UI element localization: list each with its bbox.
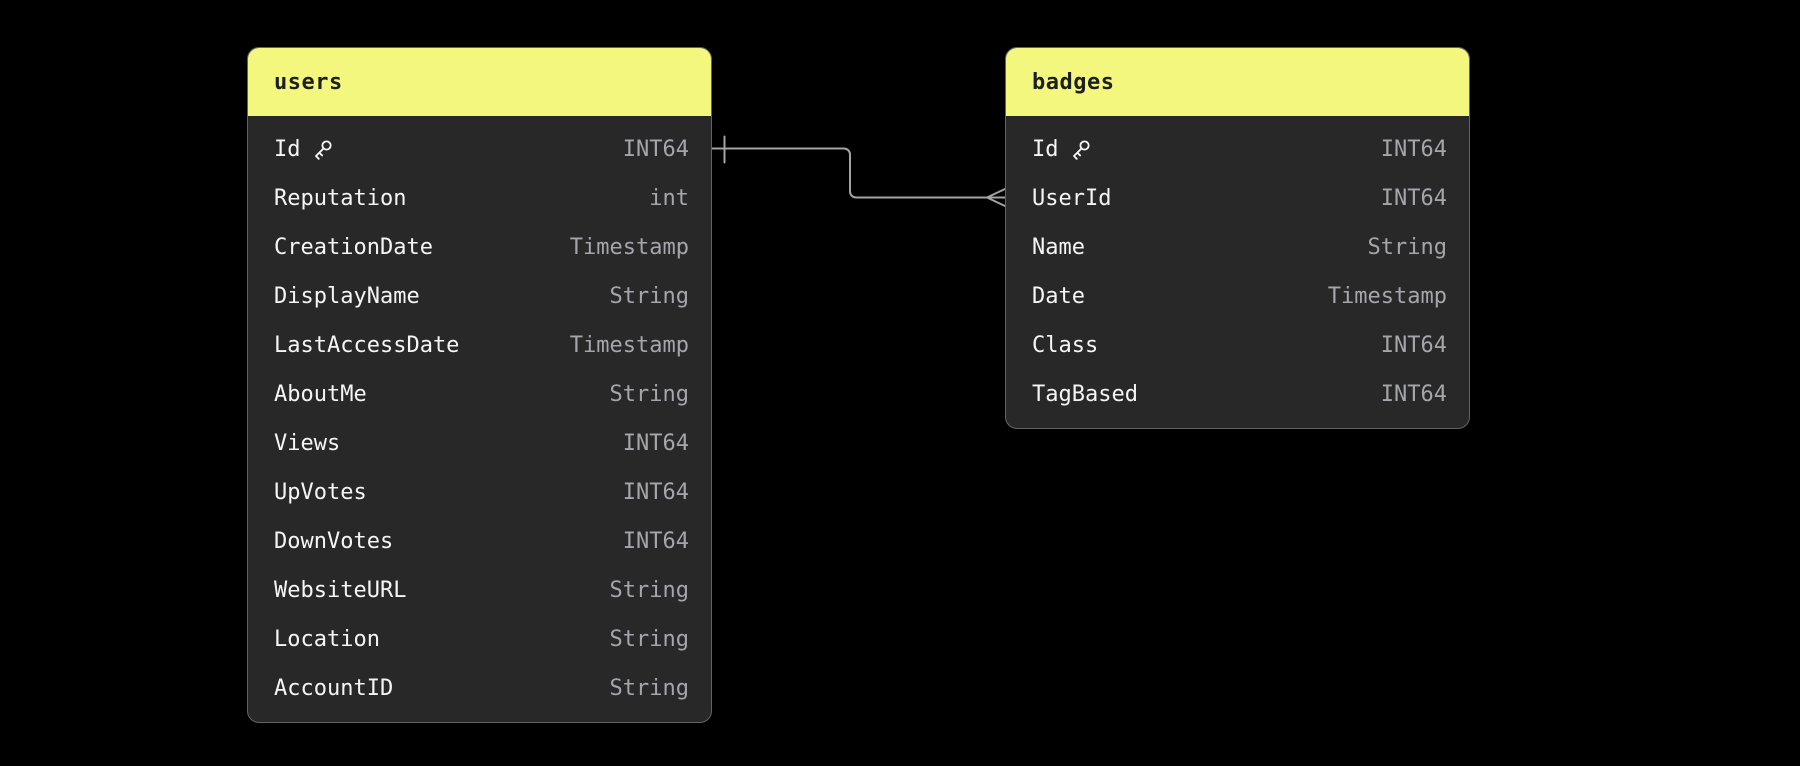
field-name: CreationDate [274, 235, 433, 260]
field-type: INT64 [1380, 186, 1447, 211]
field-type: int [649, 186, 689, 211]
table-row[interactable]: WebsiteURL String [248, 566, 711, 615]
field-type: INT64 [1380, 137, 1447, 162]
table-row[interactable]: UserId INT64 [1006, 174, 1469, 223]
table-header[interactable]: users [248, 48, 711, 116]
table-title: users [274, 69, 343, 95]
field-type: String [609, 627, 689, 652]
table-row[interactable]: DisplayName String [248, 272, 711, 321]
field-type: INT64 [622, 431, 689, 456]
field-name: Id [274, 137, 334, 162]
table-row[interactable]: Id INT64 [1006, 125, 1469, 174]
connector-line [711, 147, 988, 199]
field-name: Id [1032, 137, 1092, 162]
field-name: Name [1032, 235, 1085, 260]
table-row[interactable]: AccountID String [248, 664, 711, 713]
field-type: String [609, 578, 689, 603]
field-type: String [609, 284, 689, 309]
table-row[interactable]: DownVotes INT64 [248, 517, 711, 566]
field-type: INT64 [1380, 333, 1447, 358]
table-badges[interactable]: badges Id INT64 UserId INT64 Name String… [1005, 47, 1470, 429]
field-name: AccountID [274, 676, 394, 701]
field-type: INT64 [1380, 382, 1447, 407]
primary-key-icon [314, 140, 332, 160]
field-name: TagBased [1032, 382, 1138, 407]
table-row[interactable]: CreationDate Timestamp [248, 223, 711, 272]
field-type: Timestamp [569, 235, 689, 260]
field-type: Timestamp [1327, 284, 1447, 309]
field-type: String [609, 676, 689, 701]
field-name: WebsiteURL [274, 578, 407, 603]
field-name: Reputation [274, 186, 407, 211]
table-row[interactable]: UpVotes INT64 [248, 468, 711, 517]
table-users[interactable]: users Id INT64 Reputation int CreationDa… [247, 47, 712, 723]
table-row[interactable]: Date Timestamp [1006, 272, 1469, 321]
field-type: String [1367, 235, 1447, 260]
field-name: Date [1032, 284, 1085, 309]
field-name: Location [274, 627, 380, 652]
field-name: Views [274, 431, 341, 456]
field-name: UpVotes [274, 480, 367, 505]
field-name: AboutMe [274, 382, 367, 407]
field-name: UserId [1032, 186, 1112, 211]
table-header[interactable]: badges [1006, 48, 1469, 116]
cardinality-many-crows-foot [986, 188, 1006, 207]
table-row[interactable]: TagBased INT64 [1006, 370, 1469, 419]
field-name: DownVotes [274, 529, 394, 554]
field-type: Timestamp [569, 333, 689, 358]
table-field-list: Id INT64 Reputation int CreationDate Tim… [248, 116, 711, 722]
table-row[interactable]: LastAccessDate Timestamp [248, 321, 711, 370]
primary-key-icon [1072, 140, 1090, 160]
field-name: Class [1032, 333, 1099, 358]
table-row[interactable]: Reputation int [248, 174, 711, 223]
table-row[interactable]: Views INT64 [248, 419, 711, 468]
table-field-list: Id INT64 UserId INT64 Name String Date T… [1006, 116, 1469, 428]
table-row[interactable]: Location String [248, 615, 711, 664]
field-type: INT64 [622, 529, 689, 554]
table-row[interactable]: Class INT64 [1006, 321, 1469, 370]
field-name: DisplayName [274, 284, 420, 309]
table-row[interactable]: Id INT64 [248, 125, 711, 174]
field-type: String [609, 382, 689, 407]
field-type: INT64 [622, 480, 689, 505]
table-title: badges [1032, 69, 1115, 95]
field-type: INT64 [622, 137, 689, 162]
field-name: LastAccessDate [274, 333, 460, 358]
table-row[interactable]: AboutMe String [248, 370, 711, 419]
table-row[interactable]: Name String [1006, 223, 1469, 272]
